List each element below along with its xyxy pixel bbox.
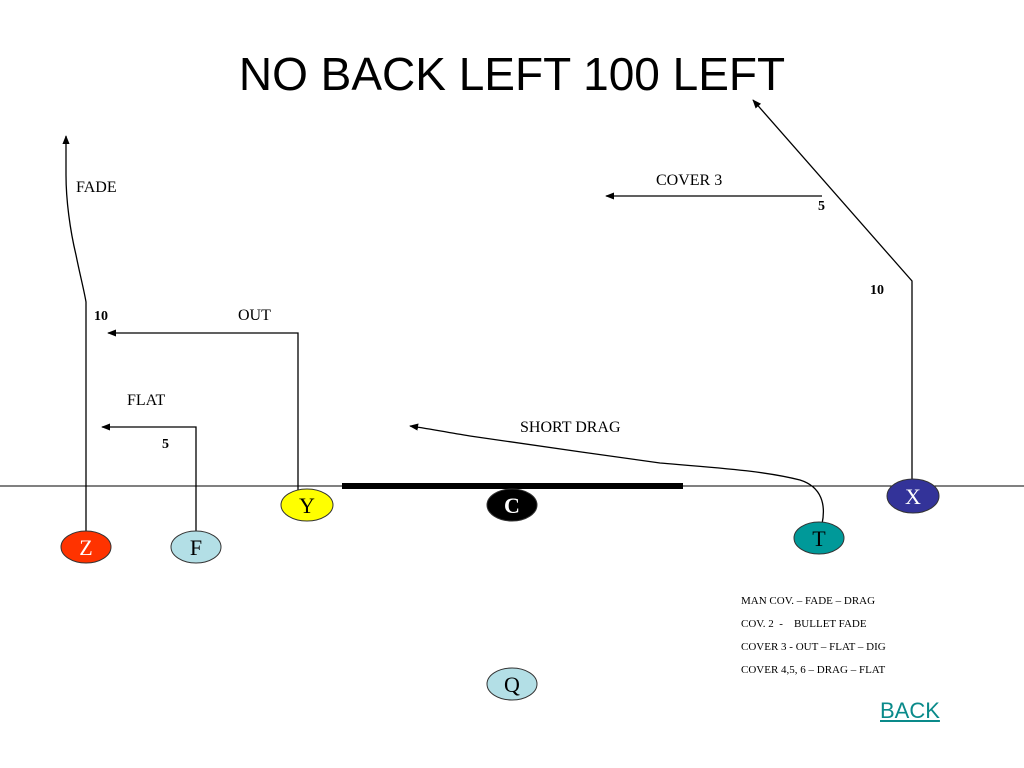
player-f-marker bbox=[170, 530, 222, 564]
player-x: X bbox=[886, 478, 940, 514]
play-title: NO BACK LEFT 100 LEFT bbox=[239, 48, 785, 100]
coverage-note: COVER 4,5, 6 – DRAG – FLAT bbox=[741, 664, 886, 676]
coverage-notes: MAN COV. – FADE – DRAG COV. 2 - BULLET F… bbox=[741, 593, 886, 685]
cover3-label: COVER 3 bbox=[656, 172, 722, 189]
player-t-marker bbox=[793, 521, 845, 555]
flat-label: FLAT bbox=[127, 392, 165, 409]
player-y-letter: Y bbox=[299, 493, 315, 518]
player-z-letter: Z bbox=[79, 535, 92, 560]
player-x-letter: X bbox=[905, 484, 921, 509]
coverage-note: MAN COV. – FADE – DRAG bbox=[741, 595, 876, 607]
short-drag-label: SHORT DRAG bbox=[520, 419, 621, 436]
player-c-marker bbox=[486, 488, 538, 522]
player-y-marker bbox=[280, 488, 334, 522]
coverage-note: COVER 3 - OUT – FLAT – DIG bbox=[741, 641, 886, 653]
offensive-line-bar bbox=[342, 483, 683, 489]
f-flat-route bbox=[101, 423, 197, 534]
player-y: Y bbox=[280, 488, 334, 522]
player-f-letter: F bbox=[190, 535, 202, 560]
player-x-marker bbox=[886, 478, 940, 514]
fade-label: FADE bbox=[76, 179, 117, 196]
player-t-letter: T bbox=[812, 526, 826, 551]
z-fade-route bbox=[62, 135, 87, 535]
z-fade-depth: 10 bbox=[94, 309, 108, 324]
f-flat-depth: 5 bbox=[162, 437, 169, 452]
x-route bbox=[752, 99, 913, 487]
t-short-drag-route bbox=[409, 423, 824, 525]
out-label: OUT bbox=[238, 307, 271, 324]
player-q: Q bbox=[486, 667, 538, 701]
player-z-marker bbox=[60, 530, 112, 564]
player-f: F bbox=[170, 530, 222, 564]
y-out-route bbox=[107, 329, 299, 491]
player-c: C bbox=[486, 488, 538, 522]
x-break-depth: 10 bbox=[870, 283, 884, 298]
player-t: T bbox=[793, 521, 845, 555]
player-q-marker bbox=[486, 667, 538, 701]
x-cover3-depth: 5 bbox=[818, 199, 825, 214]
player-q-letter: Q bbox=[504, 672, 520, 697]
back-link[interactable]: BACK bbox=[880, 698, 940, 723]
coverage-note: COV. 2 - BULLET FADE bbox=[741, 618, 867, 630]
player-z: Z bbox=[60, 530, 112, 564]
player-c-letter: C bbox=[504, 493, 520, 518]
